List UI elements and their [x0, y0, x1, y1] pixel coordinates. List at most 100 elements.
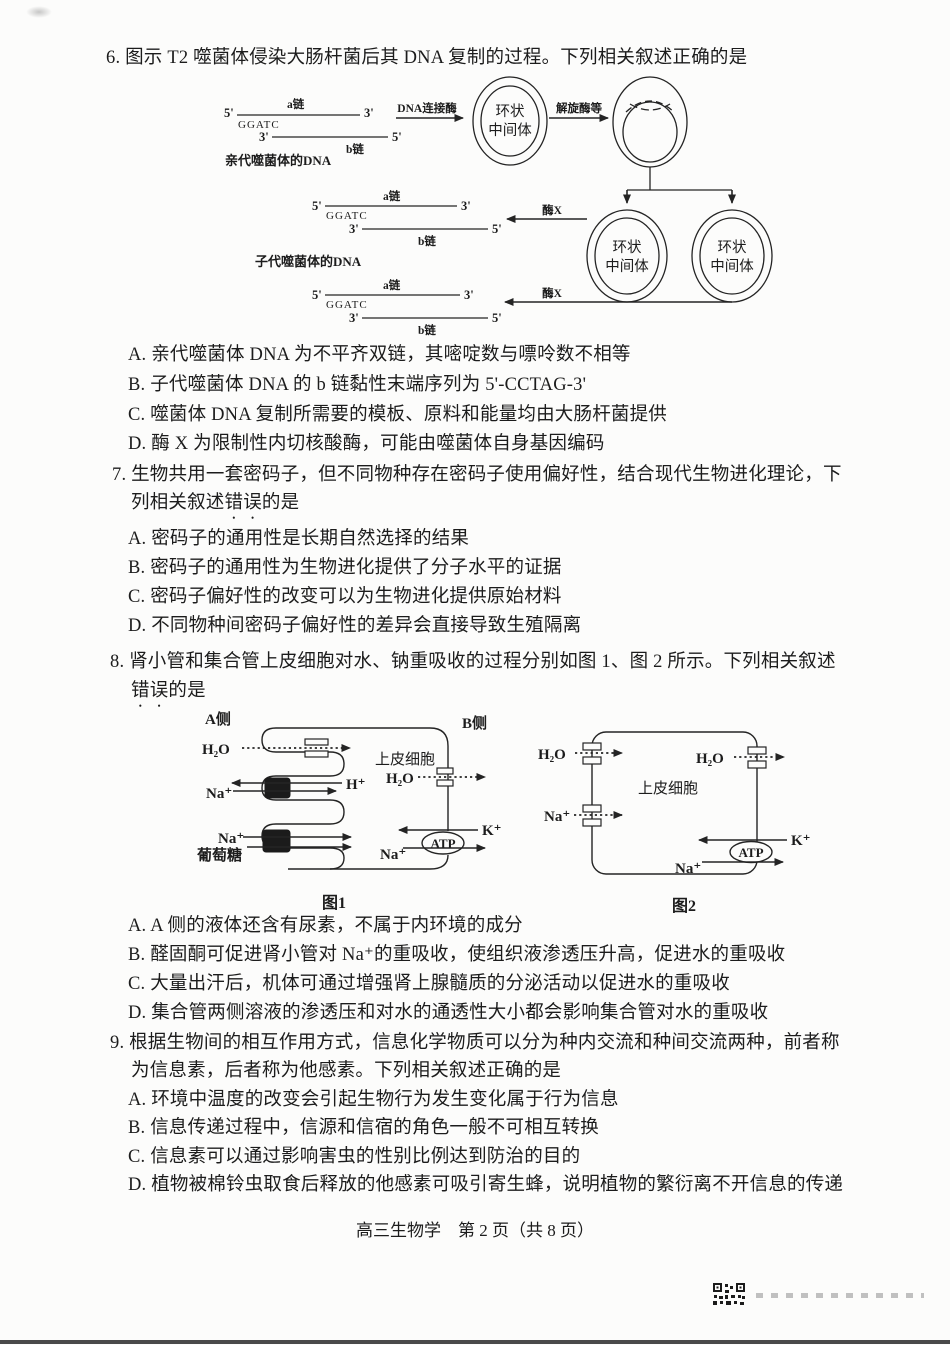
child1-a-5prime: 5': [312, 199, 322, 213]
fig2-atp-label: ATP: [738, 845, 763, 860]
child2-a-3prime: 3': [464, 288, 474, 302]
enzyme-x-label-1: 酶X: [542, 203, 562, 217]
parent-b-5prime: 5': [392, 130, 402, 144]
fig2-caption: 图2: [672, 897, 696, 915]
fig1-aquaporin-basolateral: [436, 767, 454, 775]
enzyme-x-label-2: 酶X: [542, 286, 562, 300]
child1-b-strand-label: b链: [418, 234, 436, 248]
fig1-h-label: H⁺: [346, 777, 366, 793]
split-connector: [623, 167, 736, 204]
ring3-text-line1: 环状: [718, 239, 747, 256]
scan-edge: [0, 1340, 950, 1344]
child2-sticky-seq: GGATC: [326, 299, 368, 311]
enzyme-x-arrow-2: 酶X: [504, 286, 732, 306]
child1-a-strand-label: a链: [383, 189, 401, 203]
fig1-na-glucose-symporter: [262, 829, 291, 853]
helicase-arrow: 解旋酶等: [549, 101, 609, 122]
fig2-na-channel: [582, 804, 602, 813]
qr-code-image: [712, 1282, 746, 1306]
q9-option-a: A. 环境中温度的改变会引起生物行为发生变化属于行为信息: [128, 1090, 619, 1110]
fig2-h2o-left-label: H₂O: [538, 747, 566, 763]
fig1-aquaporin-apical: [304, 738, 329, 746]
q8-figure1-tubule-cell: A侧 B侧 H₂O 上皮细胞 Na⁺ H⁺ H₂O Na⁺ 葡萄糖 K⁺: [196, 710, 502, 912]
circular-intermediate-1: 环状 中间体: [472, 76, 548, 166]
q7-stem-line1: 7. 生物共用一套密码子，但不同物种存在密码子使用偏好性，结合现代生物进化理论，…: [112, 465, 842, 485]
ring1-text-line1: 环状: [496, 103, 525, 120]
q7-option-c: C. 密码子偏好性的改变可以为生物进化提供原始材料: [128, 587, 562, 607]
fig1-side-a-label: A侧: [205, 710, 231, 728]
q8-stem2-post: 的是: [168, 681, 206, 701]
ring2-text-line1: 环状: [613, 239, 642, 256]
q8-stem-line1: 8. 肾小管和集合管上皮细胞对水、钠重吸收的过程分别如图 1、图 2 所示。下列…: [110, 652, 836, 672]
fig1-membrane-bottom: [288, 854, 449, 870]
q7-option-b: B. 密码子的通用性为生物进化提供了分子水平的证据: [128, 558, 562, 578]
q6-option-c: C. 噬菌体 DNA 复制所需要的模板、原料和能量均由大肠杆菌提供: [128, 405, 668, 425]
child1-b-3prime: 3': [349, 222, 359, 236]
child2-a-strand-label: a链: [383, 278, 401, 292]
fig2-cell-label: 上皮细胞: [638, 780, 698, 797]
parent-dna-group: 5' a链 3' GGATC 3' 5' b链 亲代噬菌体的DNA: [224, 97, 402, 168]
fig1-k-label: K⁺: [482, 823, 502, 839]
q9-stem-line1: 9. 根据生物间的相互作用方式，信息化学物质可以分为种内交流和种间交流两种，前者…: [110, 1033, 840, 1053]
parent-dna-label: 亲代噬菌体的DNA: [225, 153, 332, 168]
fig1-membrane-top-right: [276, 727, 449, 831]
q8-option-a: A. A 侧的液体还含有尿素，不属于内环境的成分: [128, 916, 523, 936]
q7-option-d: D. 不同物种间密码子偏好性的差异会直接导致生殖隔离: [128, 616, 582, 636]
q9-option-c: C. 信息素可以通过影响害虫的性别比例达到防治的目的: [128, 1147, 581, 1167]
child2-b-strand-label: b链: [418, 323, 436, 337]
q8-stem2-emphasis: 错误: [131, 681, 169, 701]
circular-intermediate-3: 环状 中间体: [691, 209, 773, 303]
q7-stem2-pre: 列相关叙述: [131, 493, 225, 513]
child-dna-label: 子代噬菌体的DNA: [255, 254, 362, 269]
q8-stem-line2: 错误的是: [131, 680, 206, 711]
fig1-h2o-basolateral-label: H₂O: [386, 771, 414, 787]
ring2-text-line2: 中间体: [605, 258, 649, 275]
fig2-aquaporin-right: [747, 746, 767, 755]
q6-option-b: B. 子代噬菌体 DNA 的 b 链黏性末端序列为 5'-CCTAG-3': [128, 375, 587, 395]
q6-option-d: D. 酶 X 为限制性内切核酸酶，可能由噬菌体自身基因编码: [128, 434, 605, 454]
child1-a-3prime: 3': [461, 199, 471, 213]
child2-b-3prime: 3': [349, 311, 359, 325]
fig1-na-h-antiporter: [264, 777, 291, 799]
parent-b-strand-label: b链: [346, 142, 364, 156]
q6-option-a: A. 亲代噬菌体 DNA 为不平齐双链，其嘧啶数与嘌呤数不相等: [128, 345, 631, 365]
fig2-k-label: K⁺: [791, 833, 811, 849]
q9-stem-line2: 为信息素，后者称为他感素。下列相关叙述正确的是: [131, 1061, 562, 1081]
fig1-side-b-label: B侧: [462, 714, 487, 732]
fig1-h2o-apical-label: H₂O: [202, 742, 230, 758]
fig2-cell-membrane: [591, 731, 758, 875]
child2-a-5prime: 5': [312, 288, 322, 302]
fig1-na-label-3: Na⁺: [380, 847, 406, 863]
page-footer: 高三生物学 第 2 页（共 8 页）: [356, 1221, 594, 1240]
circular-intermediate-2: 环状 中间体: [586, 209, 668, 303]
q6-dna-replication-diagram: 5' a链 3' GGATC 3' 5' b链 亲代噬菌体的DNA DNA连接酶…: [224, 76, 773, 337]
child-dna-2: 5' a链 3' GGATC 3' 5' b链: [312, 278, 502, 337]
parent-a-3prime: 3': [364, 106, 374, 120]
helicase-label: 解旋酶等: [556, 101, 602, 115]
parent-b-3prime: 3': [259, 130, 269, 144]
q7-stem-line2: 列相关叙述错误的是: [131, 492, 299, 523]
scan-artifact: [26, 6, 52, 18]
fig1-na-label-1: Na⁺: [206, 786, 232, 802]
fig1-cell-label: 上皮细胞: [375, 751, 435, 768]
child-dna-1: 5' a链 3' GGATC 3' 5' b链: [312, 189, 502, 248]
fig2-aquaporin-left: [582, 742, 602, 751]
parent-a-strand-label: a链: [287, 97, 305, 111]
fig1-glucose-label: 葡萄糖: [196, 846, 242, 864]
q9-option-d: D. 植物被棉铃虫取食后释放的他感素可吸引寄生蜂，说明植物的繁衍离不开信息的传递: [128, 1175, 844, 1195]
q8-figure2-collecting-duct-cell: H₂O Na⁺ 上皮细胞 H₂O K⁺ ATP Na⁺ 图2: [538, 731, 811, 915]
ligase-arrow: DNA连接酶: [396, 101, 464, 122]
ring3-text-line2: 中间体: [710, 258, 754, 275]
child1-sticky-seq: GGATC: [326, 210, 368, 222]
q8-option-c: C. 大量出汗后，机体可通过增强肾上腺髓质的分泌活动以促进水的重吸收: [128, 974, 730, 994]
child2-b-5prime: 5': [492, 311, 502, 325]
q9-option-b: B. 信息传递过程中，信源和信宿的角色一般不可相互转换: [128, 1118, 599, 1138]
q8-option-b: B. 醛固酮可促进肾小管对 Na⁺的重吸收，使组织液渗透压升高，促进水的重吸收: [128, 945, 786, 965]
enzyme-x-arrow-1: 酶X: [506, 203, 587, 223]
child1-b-5prime: 5': [492, 222, 502, 236]
fig2-na-left-label: Na⁺: [544, 809, 570, 825]
fig1-caption: 图1: [322, 894, 346, 912]
fig2-na-bottom-label: Na⁺: [675, 861, 701, 877]
ring1-text-line2: 中间体: [488, 122, 532, 139]
